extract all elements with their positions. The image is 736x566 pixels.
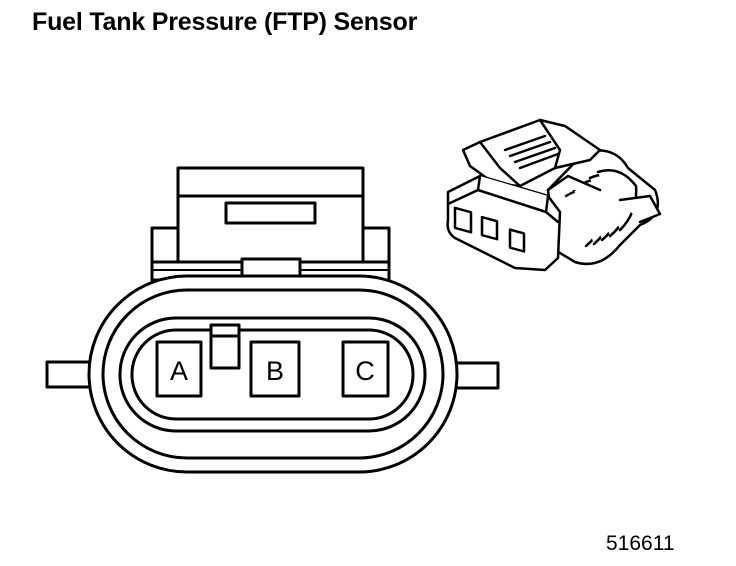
connector-isometric-view <box>446 118 662 272</box>
pin-label-c: C <box>355 356 375 386</box>
polarization-key <box>209 323 241 370</box>
isometric-socket-2 <box>480 215 499 241</box>
left-mounting-tab <box>45 360 95 389</box>
right-mounting-tab <box>450 361 500 390</box>
pin-cavity-c <box>341 340 390 398</box>
pin-label-a: A <box>170 356 188 386</box>
isometric-socket-3 <box>508 228 526 253</box>
latch-window <box>224 201 317 225</box>
connector-face-view <box>45 166 500 474</box>
pin-label-b: B <box>266 356 284 386</box>
figure-number: 516611 <box>606 532 675 555</box>
pin-cavity-b <box>249 340 301 398</box>
isometric-socket-1 <box>453 206 473 234</box>
diagram-title: Fuel Tank Pressure (FTP) Sensor <box>32 8 418 36</box>
pin-cavity-a <box>155 340 203 398</box>
